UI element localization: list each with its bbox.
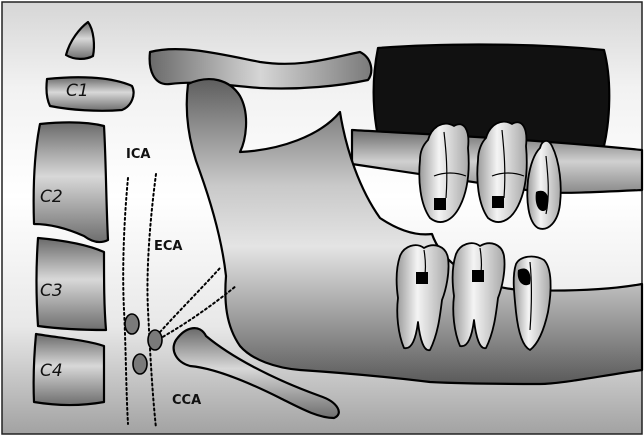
label-c1: C1 xyxy=(66,81,89,101)
vertebra-c1 xyxy=(46,77,133,111)
caries-lesion xyxy=(416,272,428,284)
lymph-node xyxy=(148,330,162,350)
label-ica: ICA xyxy=(126,147,150,162)
label-cca: CCA xyxy=(172,393,201,408)
caries-lesion xyxy=(492,196,504,208)
label-c4: C4 xyxy=(40,361,63,381)
lymph-node xyxy=(125,314,139,334)
caries-lesion xyxy=(472,270,484,282)
lymph-node xyxy=(133,354,147,374)
label-eca: ECA xyxy=(154,239,182,254)
label-c3: C3 xyxy=(40,281,63,301)
caries-lesion xyxy=(434,198,446,210)
vertebra-c2 xyxy=(34,122,108,242)
label-c2: C2 xyxy=(40,187,63,207)
